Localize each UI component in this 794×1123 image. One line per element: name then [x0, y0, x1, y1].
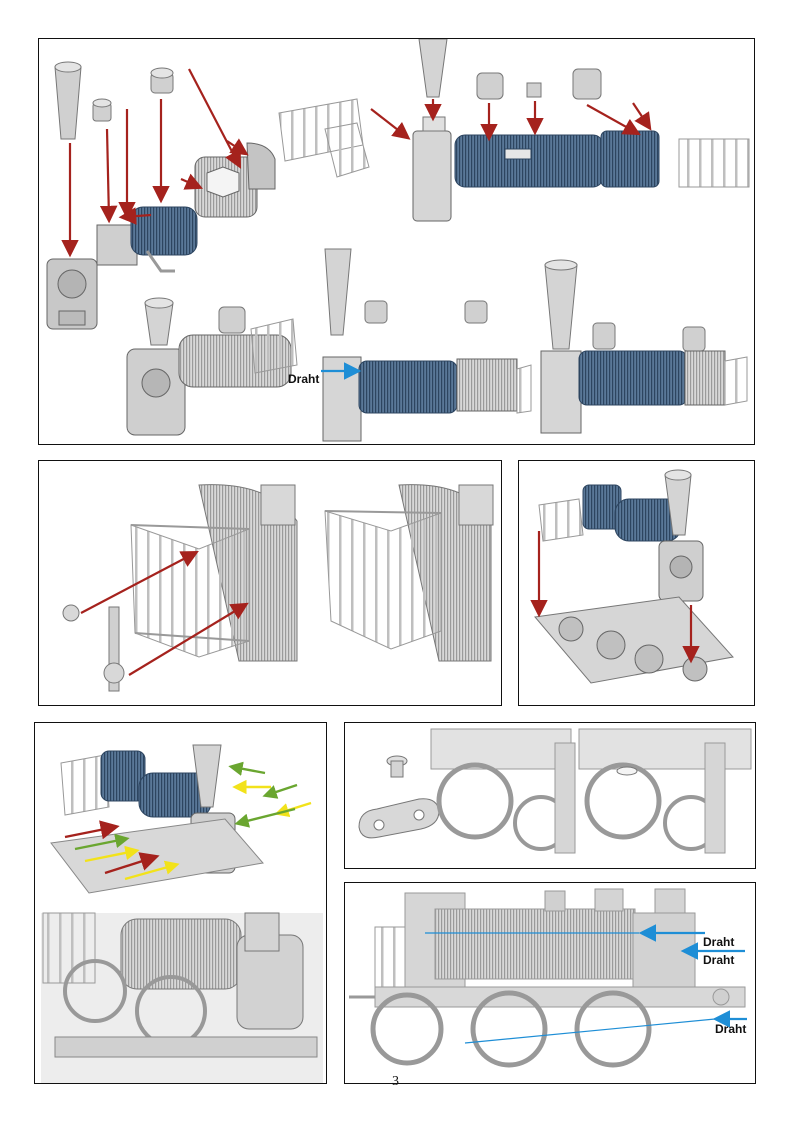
side-view-illustration — [349, 888, 747, 1068]
smokebox-front — [46, 258, 98, 330]
stage-3-assembled — [540, 259, 748, 434]
cab-rail-illustration — [62, 484, 494, 692]
wheel-detail-close-up — [41, 912, 323, 1083]
side-view-wires-panel: Draht Draht Draht — [344, 882, 756, 1084]
stage-3-exploded — [322, 248, 532, 442]
link-bar-part — [358, 798, 440, 839]
loco-body — [538, 469, 704, 602]
boiler-assembly-panel: Draht — [38, 38, 755, 445]
loco-side — [349, 888, 746, 1068]
cab-rail-detail-panel — [38, 460, 502, 706]
stage-2-firebox — [572, 68, 750, 188]
stage-2-boiler — [454, 72, 604, 188]
wire-label: Draht — [288, 372, 320, 386]
spring-arrows — [64, 761, 312, 881]
stage-2-smokebox — [412, 39, 452, 222]
wheel-springs-illustration — [41, 744, 323, 1083]
body-to-chassis-panel — [518, 460, 755, 706]
wire-label-top: Draht — [703, 935, 735, 949]
body-to-chassis-illustration — [530, 469, 734, 684]
cab-rail-right — [324, 510, 442, 650]
wheel-springs-panel — [34, 722, 327, 1084]
cab-rail-left — [130, 524, 250, 658]
assembled-boiler-small — [126, 297, 298, 436]
chimney-part — [54, 61, 82, 140]
page-number: 3 — [392, 1074, 399, 1089]
dome-part — [92, 98, 112, 122]
wheel-assembly-left — [430, 728, 576, 854]
wire-label-middle: Draht — [703, 953, 735, 967]
firebox-part — [194, 142, 276, 218]
boiler-exploded — [96, 206, 198, 273]
dome-part-2 — [150, 67, 174, 94]
cab-railing-part — [278, 98, 370, 178]
wire-label-bottom: Draht — [715, 1022, 747, 1036]
boiler-assembly-illustration — [46, 39, 750, 442]
handle-part — [62, 604, 125, 692]
wheel-assembly-right — [578, 728, 752, 854]
chassis — [534, 596, 734, 684]
pin-link-detail-panel — [344, 722, 756, 869]
pin-part — [386, 755, 408, 778]
pin-link-illustration — [358, 728, 752, 854]
